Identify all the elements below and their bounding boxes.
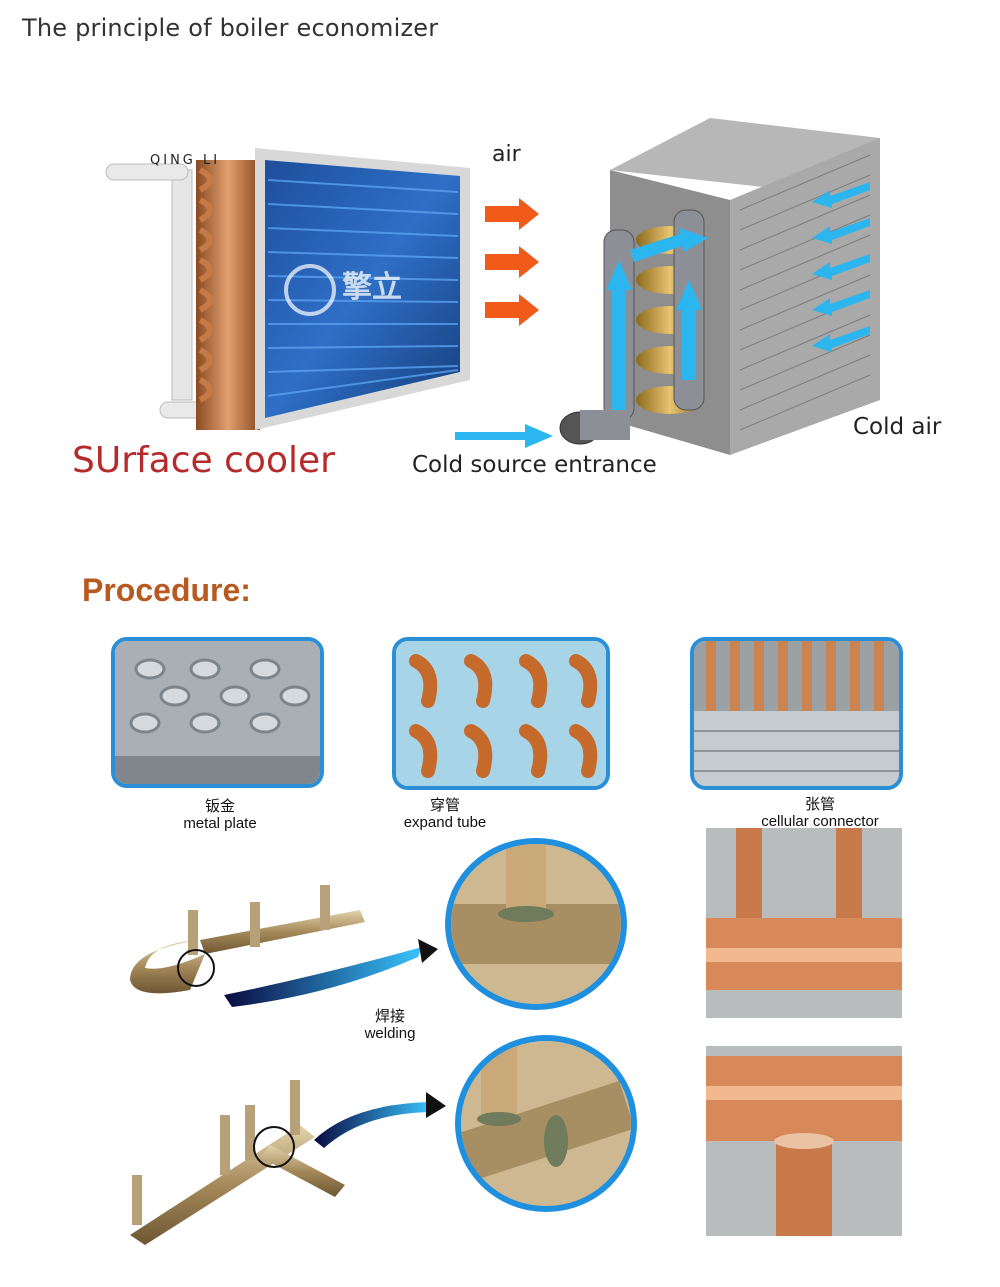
cold-source-arrow	[455, 422, 555, 450]
step-metal-plate-image	[111, 637, 324, 788]
step-caption-en: metal plate	[183, 815, 257, 832]
surface-cooler-image	[100, 140, 480, 440]
weld-closeup-top	[445, 838, 627, 1010]
brand-text: QING LI	[150, 153, 221, 168]
step-caption-cellular-connector: 张管 cellular connector	[735, 796, 905, 830]
copper-manifold-top-image	[706, 828, 902, 1018]
welding-caption-en: welding	[364, 1025, 416, 1042]
step-caption-cn: 钣金	[204, 798, 235, 815]
procedure-heading: Procedure:	[82, 572, 251, 608]
economizer-diagram	[550, 110, 890, 460]
step-caption-cn: 穿管	[429, 797, 460, 814]
step-caption-en: cellular connector	[761, 813, 879, 830]
step-expand-tube-image	[392, 637, 610, 790]
welding-caption-cn: 焊接	[374, 1008, 405, 1025]
step-caption-metal-plate: 钣金 metal plate	[150, 798, 290, 832]
manifold-top-image	[110, 880, 440, 1010]
manifold-bottom-image	[120, 1075, 360, 1245]
air-label: air	[492, 142, 521, 167]
step-cellular-connector-image	[690, 637, 903, 790]
weld-closeup-bottom	[455, 1035, 637, 1212]
cold-air-label: Cold air	[853, 414, 942, 440]
copper-manifold-bottom-image	[706, 1046, 902, 1236]
logo-cn-text: 擎立	[342, 270, 402, 305]
cold-source-label: Cold source entrance	[412, 452, 657, 478]
step-caption-cn: 张管	[804, 796, 835, 813]
air-arrows	[485, 198, 545, 328]
step-caption-en: expand tube	[403, 814, 487, 831]
page-title: The principle of boiler economizer	[22, 14, 439, 42]
step-caption-expand-tube: 穿管 expand tube	[375, 797, 515, 831]
weld-arrow-bottom	[312, 1090, 447, 1150]
surface-cooler-caption: SUrface cooler	[72, 440, 335, 481]
weld-arrow-top	[222, 935, 442, 1010]
welding-caption: 焊接 welding	[340, 1008, 440, 1042]
